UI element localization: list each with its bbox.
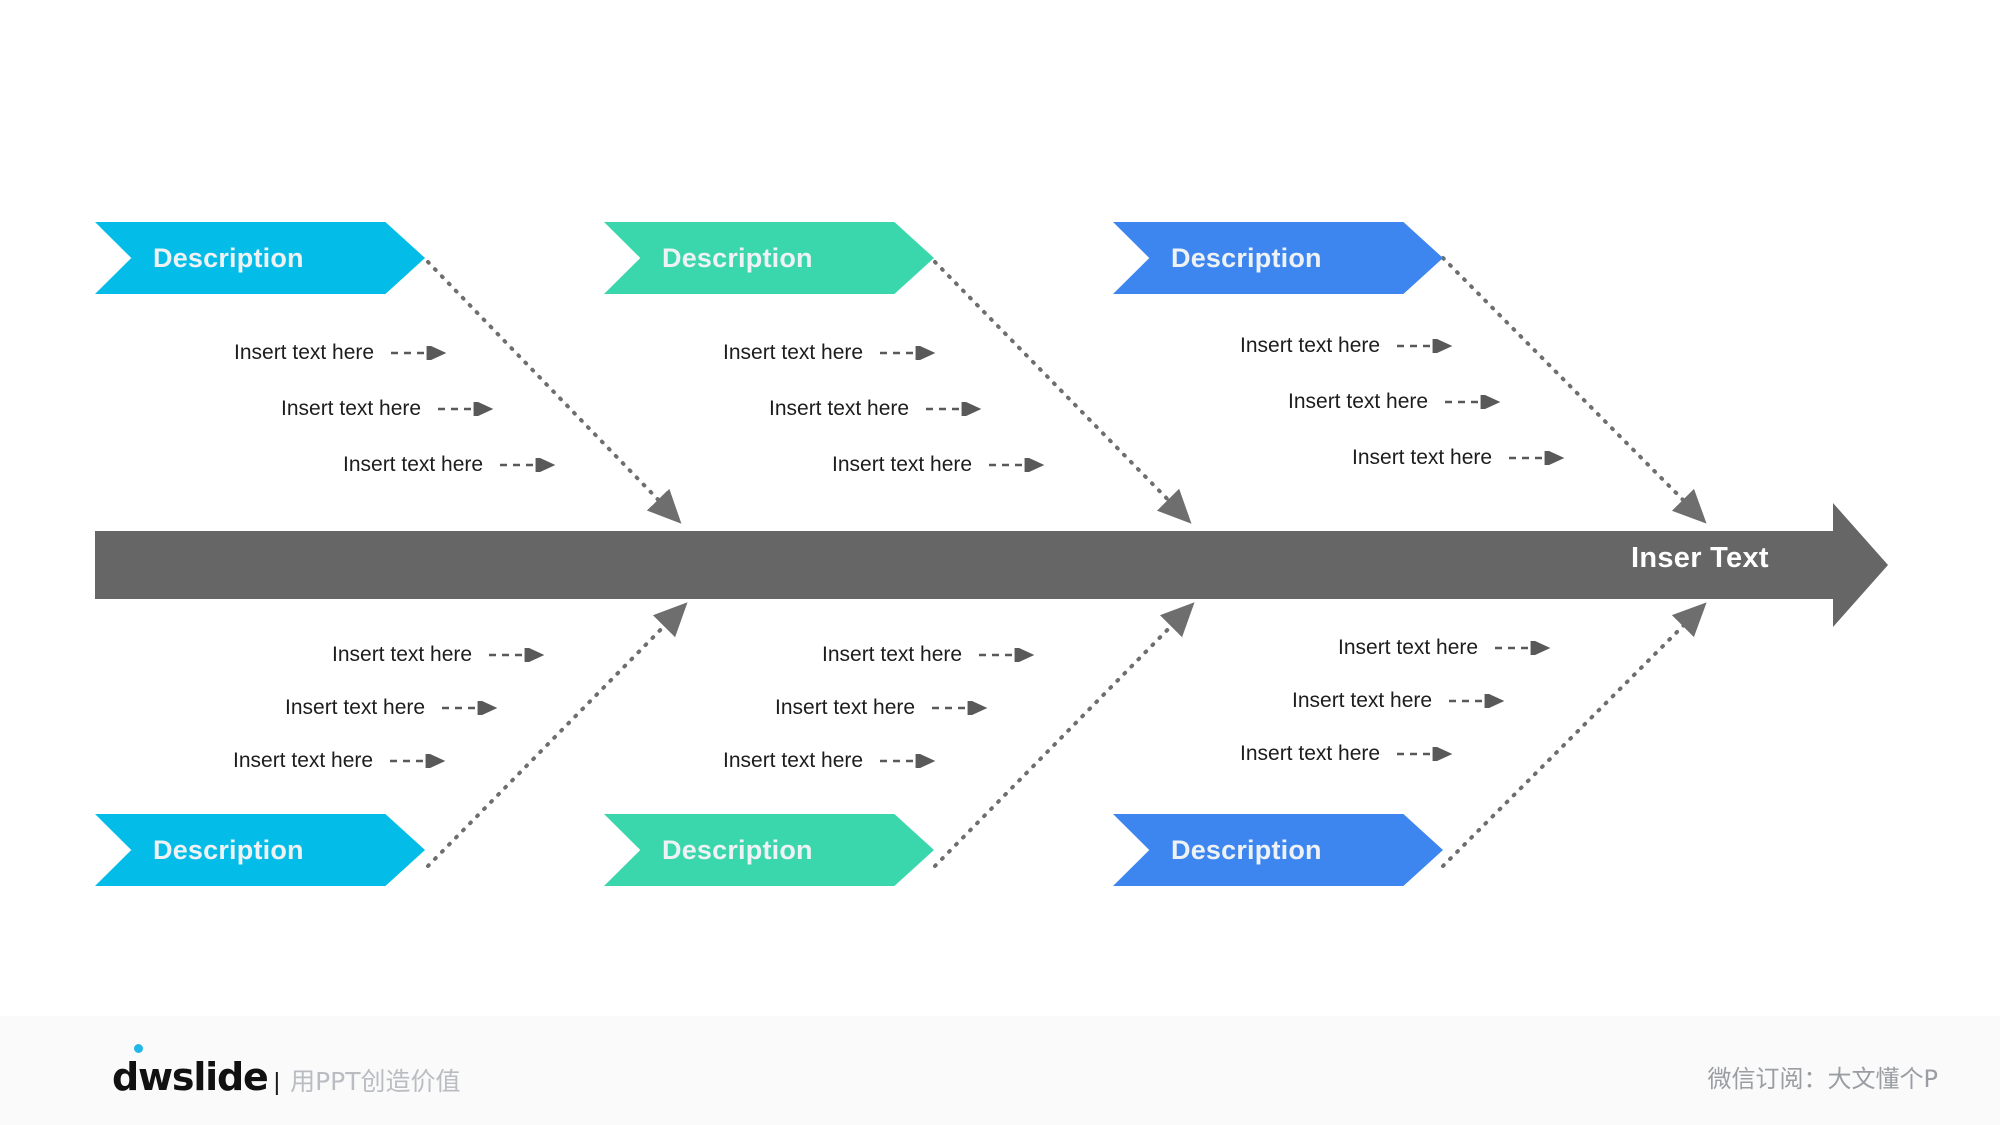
branch-item-label: Insert text here — [1338, 636, 1479, 659]
dashed-arrow-icon — [500, 458, 556, 472]
branch-item-label: Insert text here — [832, 453, 973, 476]
dashed-arrow-icon — [390, 754, 446, 768]
branch-banner-top-1[interactable]: Description — [95, 222, 425, 294]
branch-item-bottom-2-2[interactable]: Insert text here — [775, 693, 997, 723]
branch-item-label: Insert text here — [233, 749, 374, 772]
branch-item-top-3-2[interactable]: Insert text here — [1288, 387, 1510, 417]
dashed-arrow-icon — [932, 701, 988, 715]
branch-item-label: Insert text here — [723, 341, 864, 364]
brand-separator: | — [273, 1068, 281, 1096]
branch-item-label: Insert text here — [1240, 742, 1381, 765]
branch-item-top-1-1[interactable]: Insert text here — [234, 338, 456, 368]
branch-item-top-3-1[interactable]: Insert text here — [1240, 331, 1462, 361]
branch-item-top-2-2[interactable]: Insert text here — [769, 394, 991, 424]
dashed-arrow-icon — [1397, 339, 1453, 353]
dashed-arrow-icon — [438, 402, 494, 416]
branch-item-top-3-3[interactable]: Insert text here — [1352, 443, 1574, 473]
dashed-arrow-icon — [989, 458, 1045, 472]
branch-banner-label: Description — [153, 834, 304, 865]
branch-item-label: Insert text here — [775, 696, 916, 719]
branch-item-bottom-3-2[interactable]: Insert text here — [1292, 686, 1514, 716]
branch-item-bottom-3-1[interactable]: Insert text here — [1338, 633, 1560, 663]
dashed-arrow-icon — [1495, 641, 1551, 655]
branch-banner-top-2[interactable]: Description — [604, 222, 934, 294]
branch-item-label: Insert text here — [723, 749, 864, 772]
branch-item-top-1-2[interactable]: Insert text here — [281, 394, 503, 424]
dashed-arrow-icon — [391, 346, 447, 360]
dashed-arrow-icon — [880, 346, 936, 360]
branch-item-label: Insert text here — [822, 643, 963, 666]
wechat-subscription-text: 微信订阅：大文懂个P — [1707, 1065, 1938, 1093]
branch-item-label: Insert text here — [1292, 689, 1433, 712]
branch-item-bottom-1-2[interactable]: Insert text here — [285, 693, 507, 723]
branch-item-label: Insert text here — [332, 643, 473, 666]
branch-item-label: Insert text here — [343, 453, 484, 476]
dashed-arrow-icon — [880, 754, 936, 768]
dwslide-logo: dwslide — [112, 1044, 269, 1099]
branch-banner-label: Description — [1171, 834, 1322, 865]
branch-item-bottom-2-3[interactable]: Insert text here — [723, 746, 945, 776]
branch-banner-label: Description — [1171, 242, 1322, 273]
branch-item-label: Insert text here — [1288, 390, 1429, 413]
branch-item-bottom-1-1[interactable]: Insert text here — [332, 640, 554, 670]
brand-tagline: 用PPT创造价值 — [290, 1067, 461, 1096]
dashed-arrow-icon — [1509, 451, 1565, 465]
dashed-arrow-icon — [1445, 395, 1501, 409]
branch-banner-bottom-3[interactable]: Description — [1113, 814, 1443, 886]
branch-item-label: Insert text here — [1240, 334, 1381, 357]
dashed-arrow-icon — [489, 648, 545, 662]
branch-banner-label: Description — [662, 242, 813, 273]
dashed-arrow-icon — [1397, 747, 1453, 761]
branch-item-bottom-3-3[interactable]: Insert text here — [1240, 739, 1462, 769]
branch-item-bottom-2-1[interactable]: Insert text here — [822, 640, 1044, 670]
brand-logo-group: dwslide | 用PPT创造价值 — [112, 1044, 461, 1099]
branch-banner-label: Description — [153, 242, 304, 273]
branch-banner-bottom-1[interactable]: Description — [95, 814, 425, 886]
footer-bar — [0, 1016, 2000, 1125]
branch-item-top-1-3[interactable]: Insert text here — [343, 450, 565, 480]
branch-item-top-2-1[interactable]: Insert text here — [723, 338, 945, 368]
branch-item-label: Insert text here — [285, 696, 426, 719]
branch-banner-bottom-2[interactable]: Description — [604, 814, 934, 886]
branch-item-label: Insert text here — [1352, 446, 1493, 469]
dashed-arrow-icon — [1449, 694, 1505, 708]
branch-item-bottom-1-3[interactable]: Insert text here — [233, 746, 455, 776]
branch-item-label: Insert text here — [769, 397, 910, 420]
branch-item-label: Insert text here — [234, 341, 375, 364]
dashed-arrow-icon — [979, 648, 1035, 662]
logo-dot-icon — [134, 1044, 143, 1053]
spine-label: Inser Text — [1631, 541, 1769, 574]
branch-item-top-2-3[interactable]: Insert text here — [832, 450, 1054, 480]
dashed-arrow-icon — [926, 402, 982, 416]
dashed-arrow-icon — [442, 701, 498, 715]
branch-banner-top-3[interactable]: Description — [1113, 222, 1443, 294]
spine-arrow — [95, 503, 1888, 627]
branch-banner-label: Description — [662, 834, 813, 865]
top-diagonal-connectors — [426, 256, 1707, 524]
branch-item-label: Insert text here — [281, 397, 422, 420]
